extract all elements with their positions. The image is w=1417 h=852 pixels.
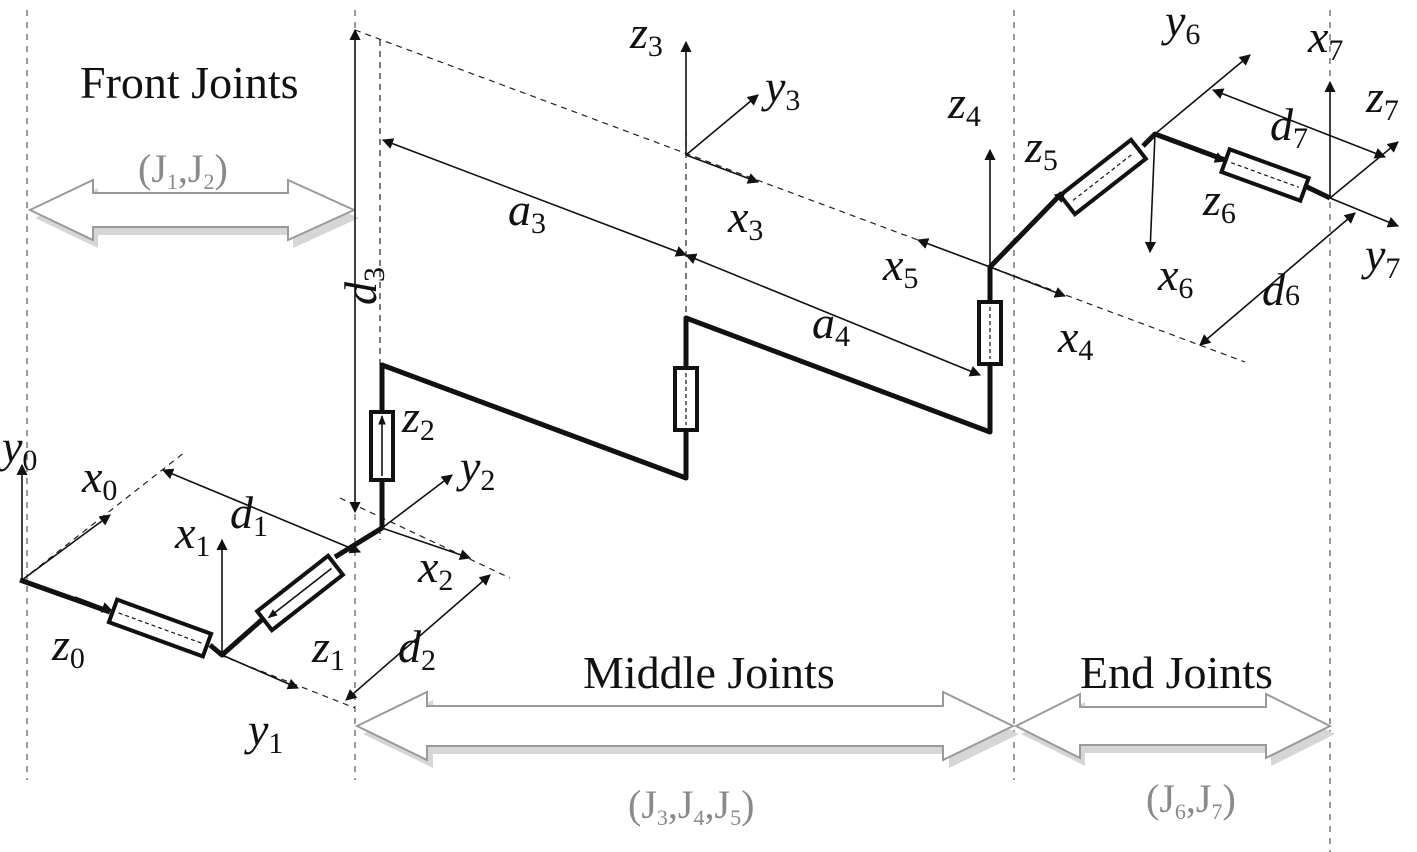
label-z2: z2	[401, 391, 435, 447]
label-x1: x1	[174, 507, 210, 563]
middle-joints-list: (J3,J4,J5)	[628, 782, 754, 830]
joint-j7	[1218, 146, 1312, 204]
label-a3: a3	[508, 184, 546, 240]
label-z0: z0	[51, 619, 85, 675]
label-y6: y6	[1161, 0, 1200, 51]
label-x2: x2	[417, 541, 453, 597]
label-z6: z6	[1202, 174, 1236, 230]
end-joints-range-arrow	[1013, 692, 1335, 766]
label-y1: y1	[244, 704, 283, 760]
frame-axes	[16, 40, 1400, 690]
label-y2: y2	[456, 441, 495, 497]
label-z4: z4	[947, 77, 981, 133]
end-joints-label: End Joints (J6,J7)	[1080, 647, 1273, 824]
joint-j2	[254, 553, 346, 633]
front-joints-range-arrow	[27, 178, 359, 248]
end-joints-list: (J6,J7)	[1146, 776, 1236, 824]
joint-j1	[106, 597, 214, 659]
label-x5: x5	[882, 239, 918, 295]
label-d6: d6	[1262, 264, 1300, 315]
label-y0: y0	[0, 421, 37, 477]
middle-joints-title: Middle Joints	[583, 647, 835, 698]
label-z7: z7	[1365, 71, 1399, 127]
label-x4: x4	[1057, 311, 1093, 367]
label-z1: z1	[311, 621, 345, 677]
front-joints-list: (J1,J2)	[138, 146, 228, 194]
label-z3: z3	[629, 7, 663, 63]
label-a4: a4	[812, 297, 850, 353]
label-d7: d7	[1270, 99, 1308, 155]
label-x0: x0	[81, 451, 117, 507]
joint-j6	[1057, 137, 1149, 217]
joint-j4	[673, 366, 699, 432]
end-joints-title: End Joints	[1080, 647, 1273, 698]
label-x6: x6	[1157, 249, 1193, 305]
label-x7: x7	[1307, 11, 1343, 67]
frame-labels: y0 x0 z0 x1 y1 z1 z2 y2 x2 z3 y3 x3 z4 x…	[0, 0, 1400, 760]
middle-joints-label: Middle Joints (J3,J4,J5)	[583, 647, 835, 830]
front-joints-title: Front Joints	[80, 57, 299, 108]
label-y7: y7	[1361, 229, 1400, 285]
joint-j5	[977, 300, 1003, 366]
label-z5: z5	[1024, 121, 1058, 177]
dimension-arrows	[161, 28, 1387, 701]
label-x3: x3	[727, 191, 763, 247]
dimension-labels: d1 d2 d3 a3 a4 d6 d7	[230, 99, 1308, 677]
label-y3: y3	[761, 61, 800, 117]
label-d1: d1	[230, 487, 268, 543]
joint-j3	[369, 410, 395, 482]
middle-joints-range-arrow	[354, 690, 1019, 768]
front-joints-label: Front Joints (J1,J2)	[80, 57, 299, 194]
label-d2: d2	[398, 621, 436, 677]
label-d3: d3	[335, 267, 391, 305]
construction-lines	[21, 29, 1246, 709]
